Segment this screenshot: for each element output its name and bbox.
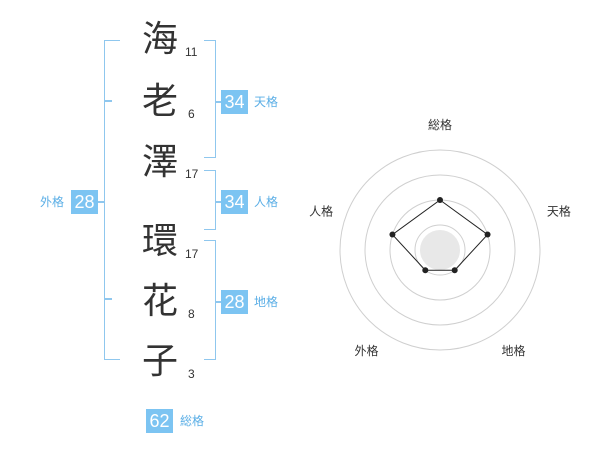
chikaku-connector: [216, 301, 222, 303]
tenkaku-connector: [216, 101, 222, 103]
soukaku-label: 総格: [180, 414, 205, 428]
radar-polygon: [391, 199, 489, 271]
name-char-1: 海: [141, 19, 178, 60]
jinkaku-badge: 34: [221, 190, 248, 214]
tenkaku-badge: 34: [221, 90, 248, 114]
radar-ring: [339, 149, 541, 351]
radar-axis-label: 人格: [309, 203, 333, 218]
gaikaku-bracket: [104, 40, 120, 360]
radar-ring: [364, 174, 516, 326]
gaikaku-connector: [98, 201, 104, 203]
gaikaku-badge: 28: [71, 190, 98, 214]
chikaku-bracket: [204, 240, 216, 360]
name-char-2: 老: [141, 81, 178, 122]
name-char-4: 環: [141, 221, 178, 262]
radar-axis-label: 天格: [547, 203, 571, 218]
name-char-5: 花: [141, 281, 178, 322]
radar-point: [437, 197, 443, 203]
gaikaku-bracket-tick: [104, 100, 112, 102]
radar-point: [422, 267, 429, 274]
radar-axis-label: 地格: [501, 343, 525, 358]
radar-point: [389, 231, 396, 238]
tenkaku-label: 天格: [254, 95, 279, 109]
chikaku-badge: 28: [221, 290, 248, 314]
stroke-count-5: 8: [188, 307, 195, 321]
radar-ring: [414, 224, 466, 276]
stroke-count-2: 6: [188, 107, 195, 121]
stroke-count-1: 11: [185, 45, 198, 59]
radar-center: [420, 230, 460, 270]
name-char-6: 子: [141, 341, 178, 382]
radar-point: [484, 231, 491, 238]
gaikaku-label: 外格: [40, 195, 65, 209]
stroke-count-6: 3: [188, 367, 195, 381]
jinkaku-bracket: [204, 170, 216, 230]
tenkaku-bracket: [204, 40, 216, 158]
stroke-count-3: 17: [185, 167, 199, 181]
jinkaku-connector: [216, 201, 222, 203]
name-char-3: 澤: [141, 142, 178, 183]
radar-axis-label: 総格: [428, 117, 452, 132]
soukaku-badge: 62: [146, 409, 173, 433]
jinkaku-label: 人格: [254, 195, 279, 209]
radar-axis-label: 外格: [355, 343, 379, 358]
chikaku-label: 地格: [254, 295, 279, 309]
gaikaku-bracket-tick: [104, 298, 112, 300]
stroke-count-4: 17: [185, 247, 199, 261]
radar-point: [451, 267, 458, 274]
